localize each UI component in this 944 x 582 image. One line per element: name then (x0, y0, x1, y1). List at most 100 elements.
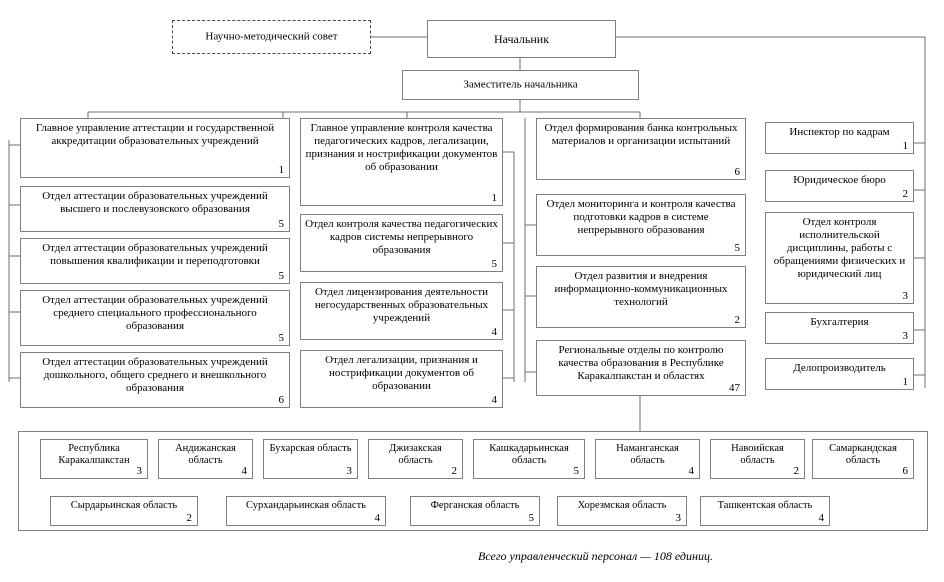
node-label: Отдел контроля качества педагогических к… (305, 218, 498, 256)
node-count: 4 (491, 394, 498, 406)
node-count: 47 (729, 382, 740, 394)
node-label: Научно-методический совет (205, 30, 338, 43)
regional-container (18, 431, 928, 531)
node-count: 1 (902, 376, 909, 388)
node-col2-3[interactable]: Отдел легализации, признания и нострифик… (300, 350, 503, 408)
node-region-r1-2[interactable]: Бухарская область 3 (263, 439, 358, 479)
node-label: Сырдарьинская область (70, 500, 178, 511)
node-col1-1[interactable]: Отдел аттестации образовательных учрежде… (20, 186, 290, 232)
node-col1-2[interactable]: Отдел аттестации образовательных учрежде… (20, 238, 290, 284)
node-label: Отдел развития и внедрения информационно… (554, 270, 728, 308)
node-label: Отдел аттестации образовательных учрежде… (42, 190, 268, 215)
node-label: Бухгалтерия (810, 316, 869, 328)
node-label: Отдел аттестации образовательных учрежде… (42, 242, 268, 267)
node-col3-0[interactable]: Отдел формирования банка контрольных мат… (536, 118, 746, 180)
node-region-r1-4[interactable]: Кашкадарьинская область 5 (473, 439, 585, 479)
node-count: 5 (491, 258, 498, 270)
footer-total: Всего управленческий персонал — 108 един… (478, 549, 713, 563)
node-count: 4 (491, 326, 498, 338)
node-count: 2 (902, 188, 909, 200)
node-count: 4 (818, 512, 825, 524)
node-label: Самаркандская область (829, 443, 897, 467)
node-col2-0[interactable]: Главное управление контроля качества пед… (300, 118, 503, 206)
node-region-r2-0[interactable]: Сырдарьинская область 2 (50, 496, 198, 526)
node-col4-4[interactable]: Делопроизводитель 1 (765, 358, 914, 390)
node-region-r2-1[interactable]: Сурхандарьинская область 4 (226, 496, 386, 526)
node-label: Джизакская область (389, 443, 442, 467)
node-col4-3[interactable]: Бухгалтерия 3 (765, 312, 914, 344)
node-label: Отдел контроля исполнительской дисциплин… (773, 216, 906, 280)
node-label: Заместитель начальника (463, 78, 578, 91)
node-label: Начальник (493, 31, 550, 46)
node-count: 3 (675, 512, 682, 524)
node-count: 4 (374, 512, 381, 524)
node-advisory-council[interactable]: Научно-методический совет (172, 20, 371, 54)
node-region-r1-7[interactable]: Самаркандская область 6 (812, 439, 914, 479)
node-region-r2-3[interactable]: Хорезмская область 3 (557, 496, 687, 526)
node-label: Андижанская область (175, 443, 236, 467)
node-col2-2[interactable]: Отдел лицензирования деятельности негосу… (300, 282, 503, 340)
node-count: 3 (902, 330, 909, 342)
node-label: Отдел мониторинга и контроля качества по… (546, 198, 736, 236)
node-col3-2[interactable]: Отдел развития и внедрения информационно… (536, 266, 746, 328)
node-label: Юридическое бюро (793, 174, 886, 186)
node-count: 5 (734, 242, 741, 254)
node-label: Сурхандарьинская область (246, 500, 366, 511)
node-label: Хорезмская область (577, 500, 667, 511)
node-label: Кашкадарьинская область (489, 443, 569, 467)
node-label: Главное управление контроля качества пед… (305, 122, 498, 173)
node-count: 6 (902, 465, 909, 477)
node-region-r1-5[interactable]: Наманганская область 4 (595, 439, 700, 479)
node-count: 1 (491, 192, 498, 204)
node-label: Бухарская область (269, 443, 352, 454)
node-count: 3 (346, 465, 353, 477)
node-label: Главное управление аттестации и государс… (35, 122, 275, 147)
node-col2-1[interactable]: Отдел контроля качества педагогических к… (300, 214, 503, 272)
node-count: 6 (278, 394, 285, 406)
node-count: 6 (734, 166, 741, 178)
node-label: Республика Каракалпакстан (58, 443, 130, 467)
node-col1-0[interactable]: Главное управление аттестации и государс… (20, 118, 290, 178)
node-count: 1 (902, 140, 909, 152)
node-count: 2 (734, 314, 741, 326)
node-count: 5 (573, 465, 580, 477)
node-label: Навоийская область (731, 443, 784, 467)
node-col3-3[interactable]: Региональные отделы по контролю качества… (536, 340, 746, 396)
node-col3-1[interactable]: Отдел мониторинга и контроля качества по… (536, 194, 746, 256)
node-region-r1-1[interactable]: Андижанская область 4 (158, 439, 253, 479)
node-col4-1[interactable]: Юридическое бюро 2 (765, 170, 914, 202)
node-label: Отдел лицензирования деятельности негосу… (314, 286, 489, 324)
node-region-r2-4[interactable]: Ташкентская область 4 (700, 496, 830, 526)
node-deputy[interactable]: Заместитель начальника (402, 70, 639, 100)
node-label: Ташкентская область (717, 500, 813, 511)
node-label: Отдел аттестации образовательных учрежде… (42, 294, 268, 332)
node-count: 5 (278, 332, 285, 344)
node-region-r2-2[interactable]: Ферганская область 5 (410, 496, 540, 526)
node-col1-3[interactable]: Отдел аттестации образовательных учрежде… (20, 290, 290, 346)
node-label: Отдел легализации, признания и нострифик… (325, 354, 478, 392)
node-label: Инспектор по кадрам (789, 126, 890, 138)
node-count: 1 (278, 164, 285, 176)
node-count: 3 (902, 290, 909, 302)
node-label: Региональные отделы по контролю качества… (558, 344, 724, 382)
node-label: Наманганская область (616, 443, 679, 467)
node-label: Отдел аттестации образовательных учрежде… (42, 356, 268, 394)
node-count: 5 (278, 270, 285, 282)
node-count: 5 (278, 218, 285, 230)
node-col1-4[interactable]: Отдел аттестации образовательных учрежде… (20, 352, 290, 408)
node-count: 2 (451, 465, 458, 477)
node-label: Отдел формирования банка контрольных мат… (544, 122, 738, 147)
node-count: 2 (793, 465, 800, 477)
node-count: 4 (241, 465, 248, 477)
node-chief[interactable]: Начальник (427, 20, 616, 58)
node-count: 4 (688, 465, 695, 477)
node-region-r1-0[interactable]: Республика Каракалпакстан 3 (40, 439, 148, 479)
node-region-r1-6[interactable]: Навоийская область 2 (710, 439, 805, 479)
node-label: Ферганская область (430, 500, 520, 511)
node-col4-2[interactable]: Отдел контроля исполнительской дисциплин… (765, 212, 914, 304)
node-label: Делопроизводитель (793, 362, 886, 374)
node-col4-0[interactable]: Инспектор по кадрам 1 (765, 122, 914, 154)
node-region-r1-3[interactable]: Джизакская область 2 (368, 439, 463, 479)
node-count: 2 (186, 512, 193, 524)
